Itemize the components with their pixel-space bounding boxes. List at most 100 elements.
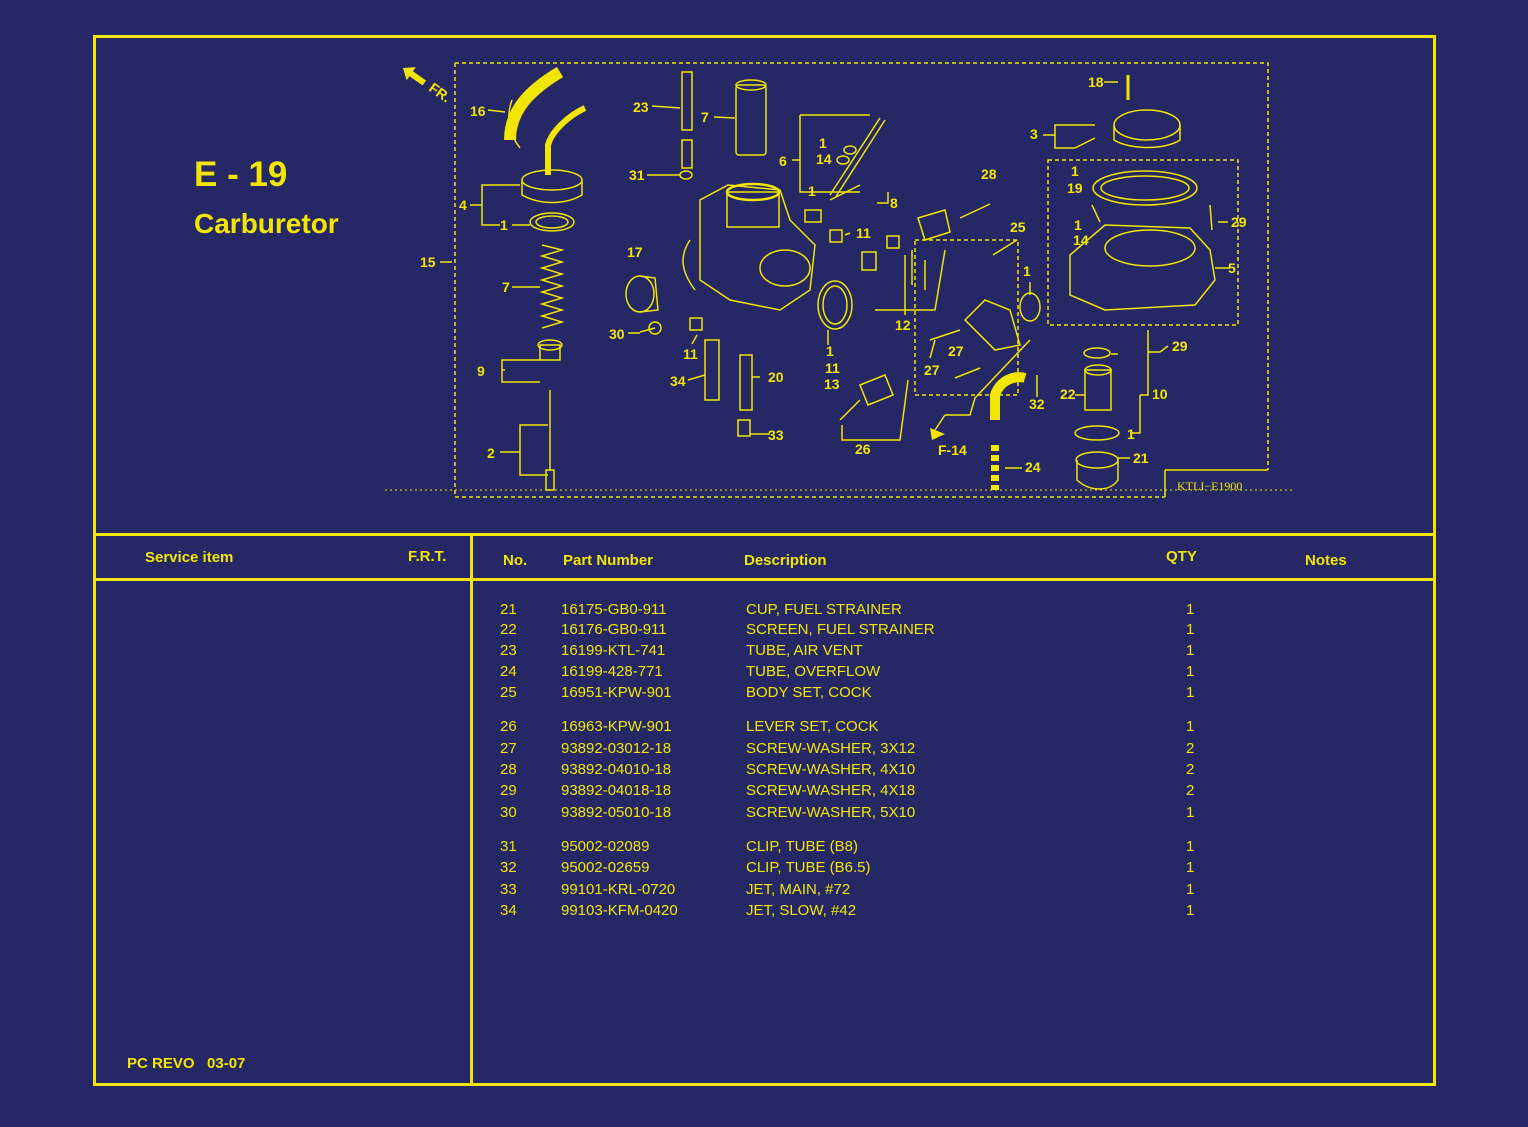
part-qty: 1 [1186,663,1195,680]
part-description: LEVER SET, COCK [746,718,879,735]
part-qty: 2 [1186,782,1195,799]
callout-10: 10 [1152,386,1168,402]
part-description: CLIP, TUBE (B8) [746,838,858,855]
part-description: CLIP, TUBE (B6.5) [746,859,871,876]
callout-22: 22 [1060,386,1076,402]
callout-6: 6 [779,153,787,169]
part-qty: 1 [1186,859,1195,876]
part-no: 28 [500,761,517,778]
revision-date: 03-07 [207,1055,246,1072]
frt-header: F.R.T. [408,548,447,565]
callout-8: 8 [890,195,898,211]
part-description: CUP, FUEL STRAINER [746,601,902,618]
part-no: 26 [500,718,517,735]
part-number: 99101-KRL-0720 [561,881,676,898]
part-no: 30 [500,804,517,821]
callout-27: 27 [924,362,940,378]
callout-25: 25 [1010,219,1026,235]
divider-top [93,533,1436,536]
col-no-header: No. [503,552,528,569]
part-no: 25 [500,684,517,701]
part-qty: 1 [1186,804,1195,821]
callout-1: 1 [1127,426,1135,442]
reference-marker: F-14 [938,442,967,458]
part-no: 31 [500,838,517,855]
part-no: 32 [500,859,517,876]
part-description: JET, MAIN, #72 [746,881,851,898]
part-description: BODY SET, COCK [746,684,872,701]
callout-29: 29 [1231,214,1247,230]
part-no: 34 [500,902,517,919]
callout-1: 1 [1023,263,1031,279]
part-number: 93892-03012-18 [561,740,672,757]
part-description: JET, SLOW, #42 [746,902,857,919]
part-number: 93892-04010-18 [561,761,672,778]
callout-7: 7 [701,109,709,125]
part-number: 16176-GB0-911 [561,621,667,638]
callout-26: 26 [855,441,871,457]
part-qty: 2 [1186,740,1195,757]
callout-1: 1 [500,217,508,233]
part-number: 99103-KFM-0420 [561,902,678,919]
part-number: 16951-KPW-901 [561,684,672,701]
callout-24: 24 [1025,459,1041,475]
col-part-number-header: Part Number [563,552,654,569]
callout-20: 20 [768,369,784,385]
callout-18: 18 [1088,74,1104,90]
part-number: 16199-428-771 [561,663,663,680]
callout-12: 12 [895,317,911,333]
reference-arrow [930,428,945,440]
callout-28: 28 [981,166,997,182]
part-no: 29 [500,782,517,799]
callout-33: 33 [768,427,784,443]
callout-27: 27 [948,343,964,359]
callout-1: 1 [808,183,816,199]
callout-11: 11 [825,360,840,376]
callout-23: 23 [633,99,649,115]
callout-1: 1 [826,343,834,359]
col-notes-header: Notes [1305,552,1347,569]
part-no: 24 [500,663,517,680]
divider-column [470,533,473,1083]
part-no: 27 [500,740,517,757]
part-qty: 1 [1186,642,1195,659]
part-number: 93892-05010-18 [561,804,672,821]
callout-32: 32 [1029,396,1045,412]
callout-3: 3 [1030,126,1038,142]
callout-5: 5 [1228,260,1236,276]
part-description: SCREW-WASHER, 5X10 [746,804,916,821]
callout-17: 17 [627,244,643,260]
front-marker-label: FR. [426,79,454,105]
callout-15: 15 [420,254,436,270]
part-number: 95002-02089 [561,838,650,855]
part-number: 95002-02659 [561,859,650,876]
part-number: 16963-KPW-901 [561,718,672,735]
callout-31: 31 [629,167,645,183]
footer-model: PC REVO 03-07 [127,1055,245,1072]
callout-4: 4 [459,197,467,213]
callout-11: 11 [856,225,871,241]
model-name: PC REVO [127,1055,195,1072]
part-no: 23 [500,642,517,659]
part-description: TUBE, AIR VENT [746,642,863,659]
part-description: SCREEN, FUEL STRAINER [746,621,935,638]
part-qty: 1 [1186,621,1195,638]
callout-11: 11 [683,346,698,362]
part-no: 33 [500,881,517,898]
part-qty: 1 [1186,838,1195,855]
page-title: Carburetor [194,208,339,239]
callout-9: 9 [477,363,485,379]
part-number: 93892-04018-18 [561,782,672,799]
callout-21: 21 [1133,450,1149,466]
part-description: SCREW-WASHER, 4X10 [746,761,916,778]
callout-1: 1 [1071,163,1079,179]
drawing-code: KTLI−E1900 [1177,479,1242,493]
callout-1: 1 [819,135,827,151]
col-description-header: Description [744,552,827,569]
front-direction-arrow [403,67,427,86]
callout-30: 30 [609,326,625,342]
part-qty: 1 [1186,718,1195,735]
part-description: SCREW-WASHER, 4X18 [746,782,916,799]
callout-29: 29 [1172,338,1188,354]
part-qty: 1 [1186,684,1195,701]
